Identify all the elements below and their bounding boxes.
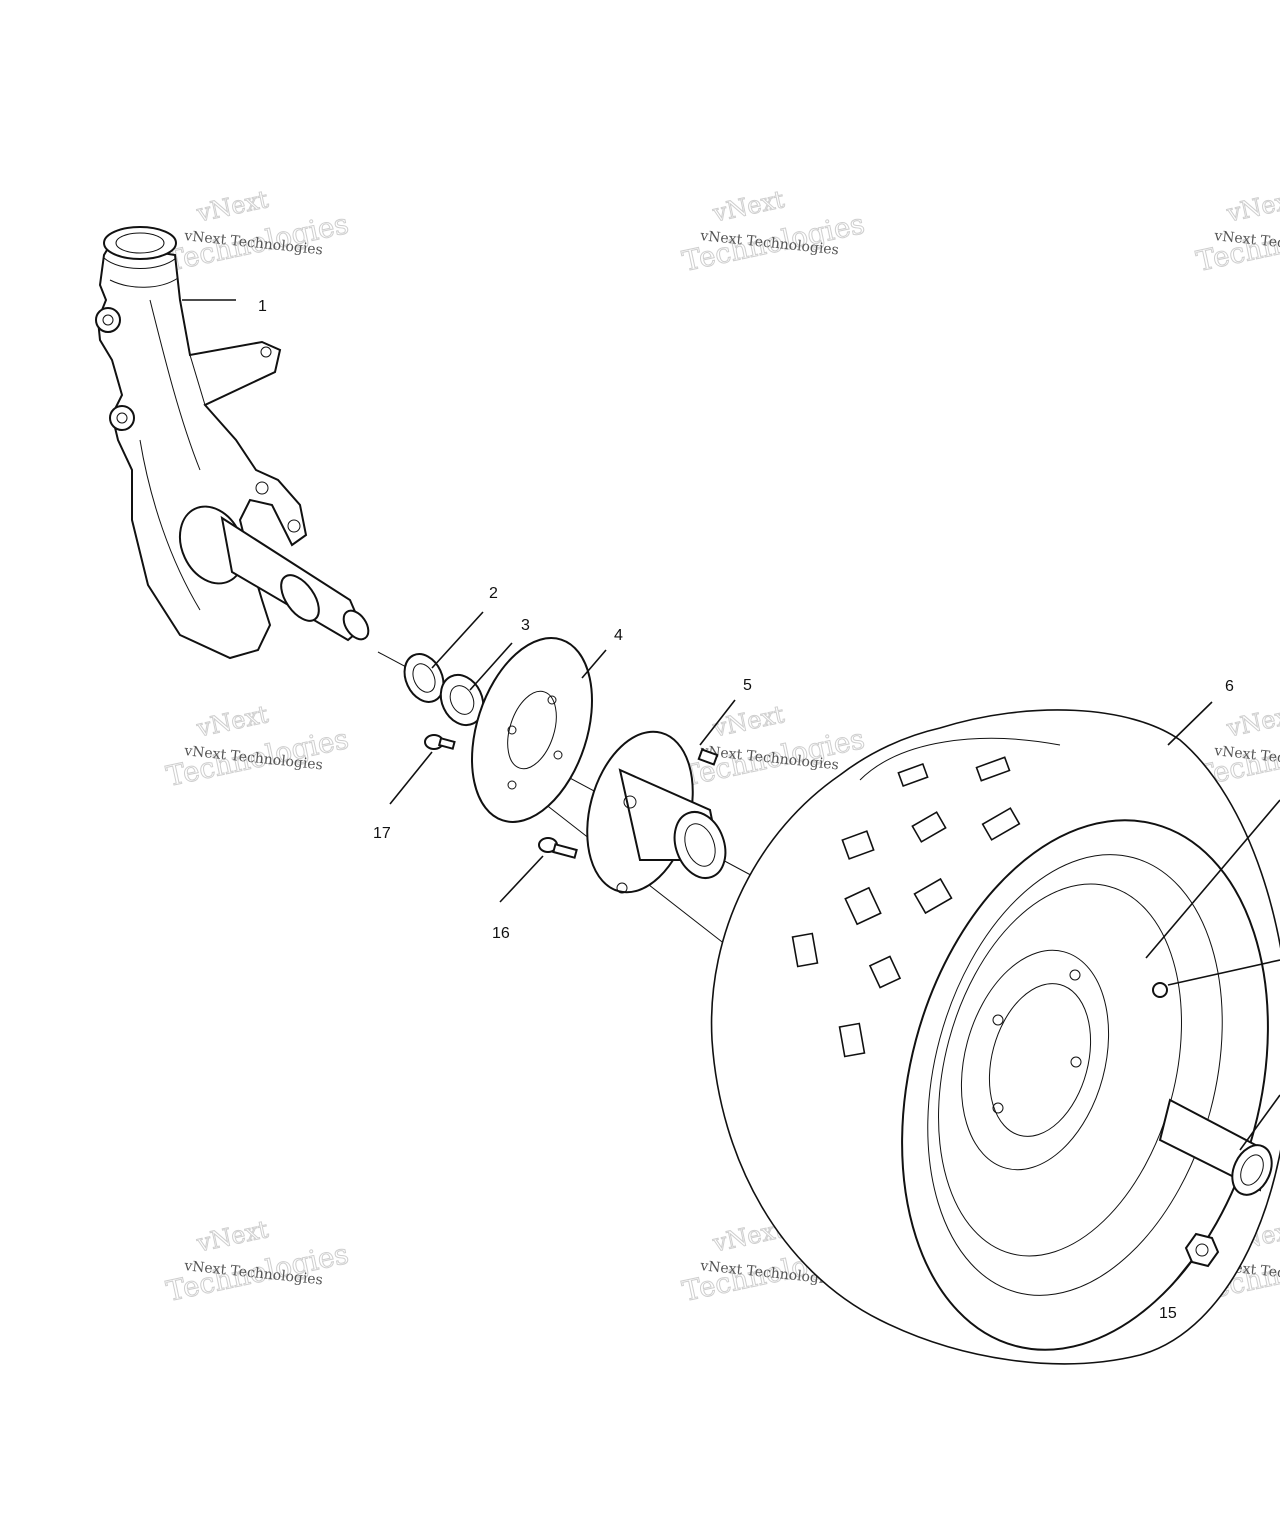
watermark: vNext Technologies [1193, 185, 1280, 279]
wheel-stud-17 [424, 734, 456, 750]
callout-15: 15 [1159, 1305, 1177, 1322]
svg-text:vNext: vNext [710, 185, 788, 228]
brake-disc [471, 637, 593, 823]
watermark: vNext Technologies [163, 1215, 352, 1309]
callout-1: 1 [258, 298, 267, 315]
callout-17: 17 [373, 825, 391, 842]
svg-text:vNext: vNext [710, 700, 788, 743]
svg-text:vNext: vNext [194, 185, 272, 228]
callout-4: 4 [614, 627, 623, 644]
steering-knuckle [95, 226, 370, 660]
watermark: vNext Technologies [163, 700, 352, 794]
watermark: vNext Technologies [163, 185, 352, 279]
wheel-hub [586, 730, 727, 894]
callout-5: 5 [743, 677, 752, 694]
svg-text:vNext: vNext [1224, 185, 1280, 228]
svg-text:vNext: vNext [1224, 700, 1280, 743]
callouts: 1 2 3 4 5 6 15 16 17 [258, 298, 1234, 1322]
lug-nut [1184, 1232, 1220, 1268]
tire [710, 709, 1280, 1365]
leader-lines [182, 299, 1280, 1286]
callout-16: 16 [492, 925, 510, 942]
svg-text:vNext: vNext [194, 700, 272, 743]
callout-2: 2 [489, 585, 498, 602]
callout-6: 6 [1225, 678, 1234, 695]
watermark: vNext Technologies [679, 185, 868, 279]
callout-3: 3 [521, 617, 530, 634]
svg-text:vNext: vNext [194, 1215, 272, 1258]
wheel-stud-16 [538, 837, 578, 859]
